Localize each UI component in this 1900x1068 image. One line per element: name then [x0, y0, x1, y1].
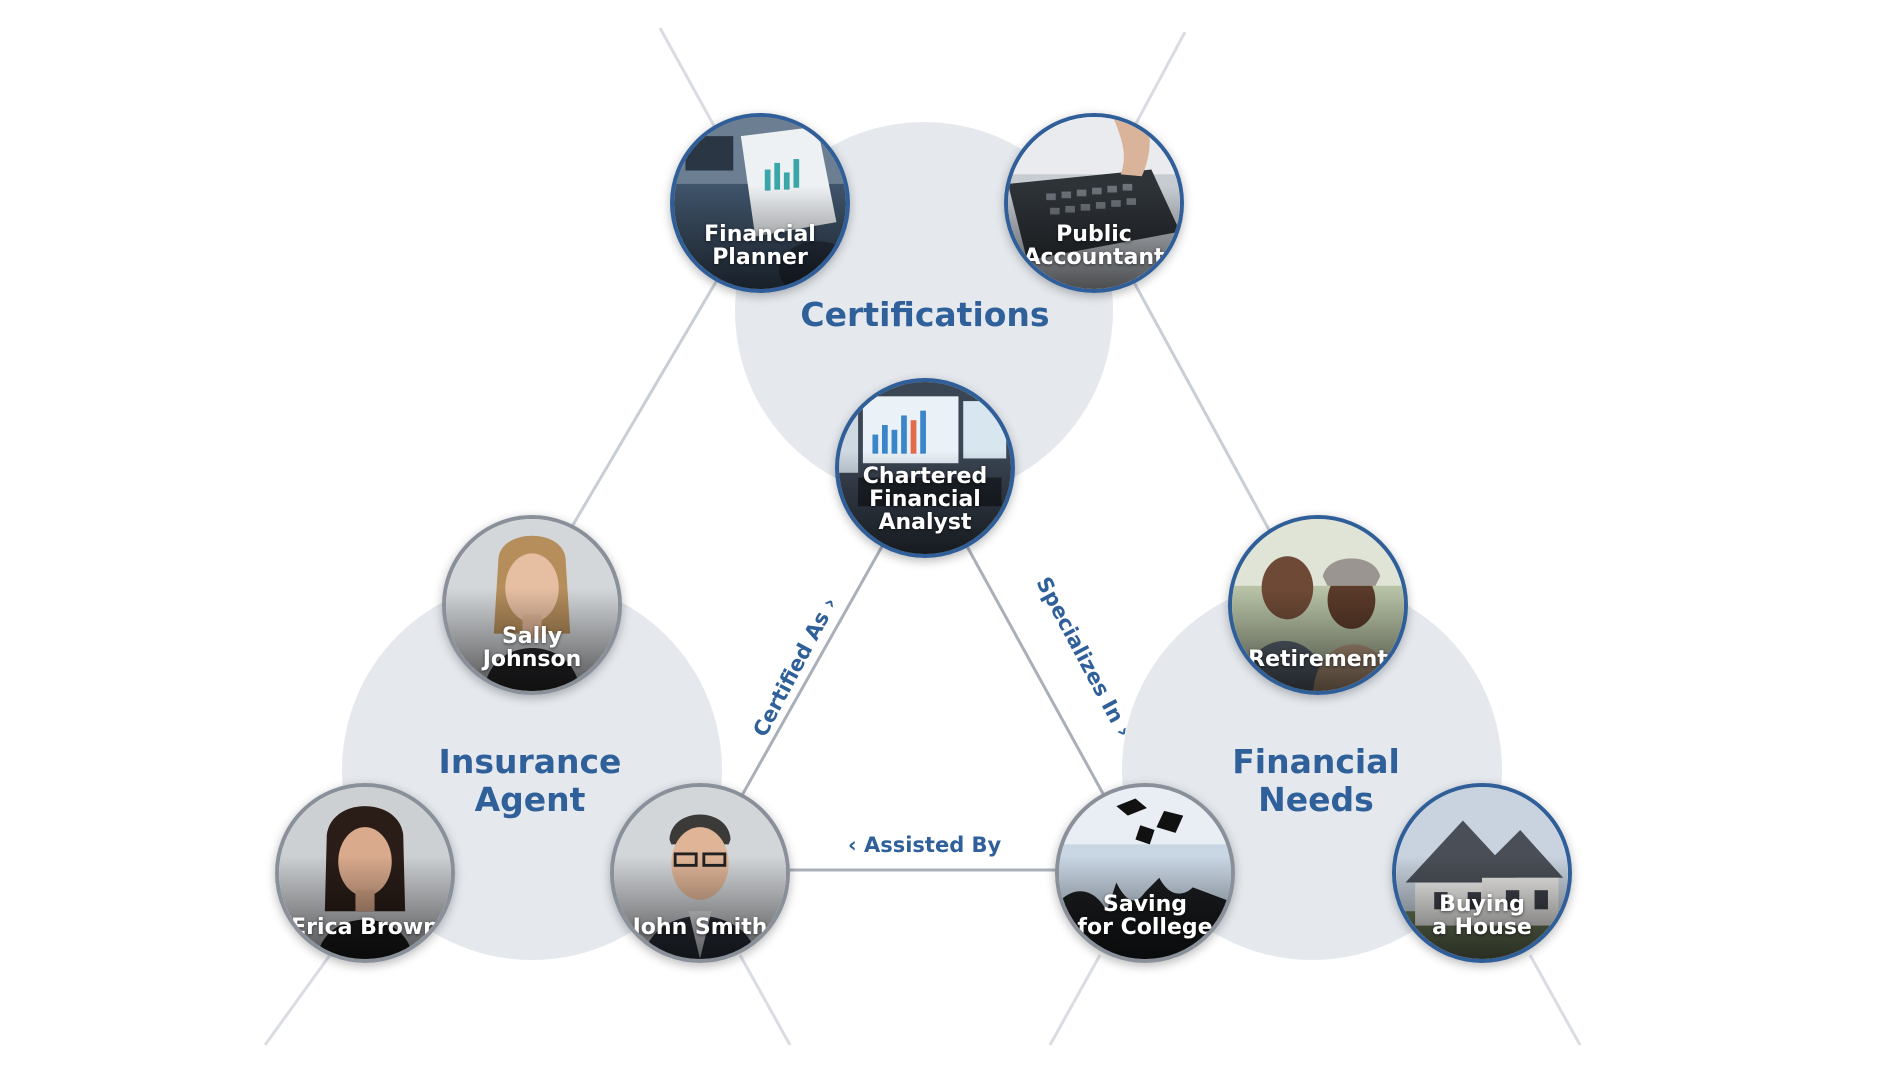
node-retirement[interactable]: Retirement [1228, 515, 1408, 695]
node-financial-planner[interactable]: Financial Planner [670, 113, 850, 293]
node-label: Buying a House [1432, 892, 1532, 940]
cluster-label-insurance-agent: Insurance Agent [438, 742, 622, 819]
node-label: Public Accountant [1023, 222, 1165, 270]
node-label: Erica Brown [291, 915, 439, 940]
node-label: Financial Planner [704, 222, 816, 270]
node-public-accountant[interactable]: Public Accountant [1004, 113, 1184, 293]
node-john-smith[interactable]: John Smith [610, 783, 790, 963]
node-chartered-financial-analyst[interactable]: Chartered Financial Analyst [835, 378, 1015, 558]
outer-edge-line [1528, 954, 1582, 1046]
outer-edge-line [1048, 954, 1102, 1046]
node-label: John Smith [632, 915, 768, 940]
node-saving-for-college[interactable]: Saving for College [1055, 783, 1235, 963]
cluster-label-financial-needs: Financial Needs [1232, 742, 1400, 819]
outer-edge-line [738, 954, 792, 1046]
edge-label-assisted-by: ‹ Assisted By [848, 833, 1002, 857]
node-sally-johnson[interactable]: Sally Johnson [442, 515, 622, 695]
node-erica-brown[interactable]: Erica Brown [275, 783, 455, 963]
node-label: Chartered Financial Analyst [862, 464, 988, 535]
node-label: Retirement [1248, 647, 1388, 672]
outer-edge-line [263, 954, 332, 1046]
node-buying-a-house[interactable]: Buying a House [1392, 783, 1572, 963]
cluster-label-certifications: Certifications [800, 295, 1050, 334]
node-label: Saving for College [1077, 892, 1213, 940]
node-label: Sally Johnson [482, 624, 582, 672]
